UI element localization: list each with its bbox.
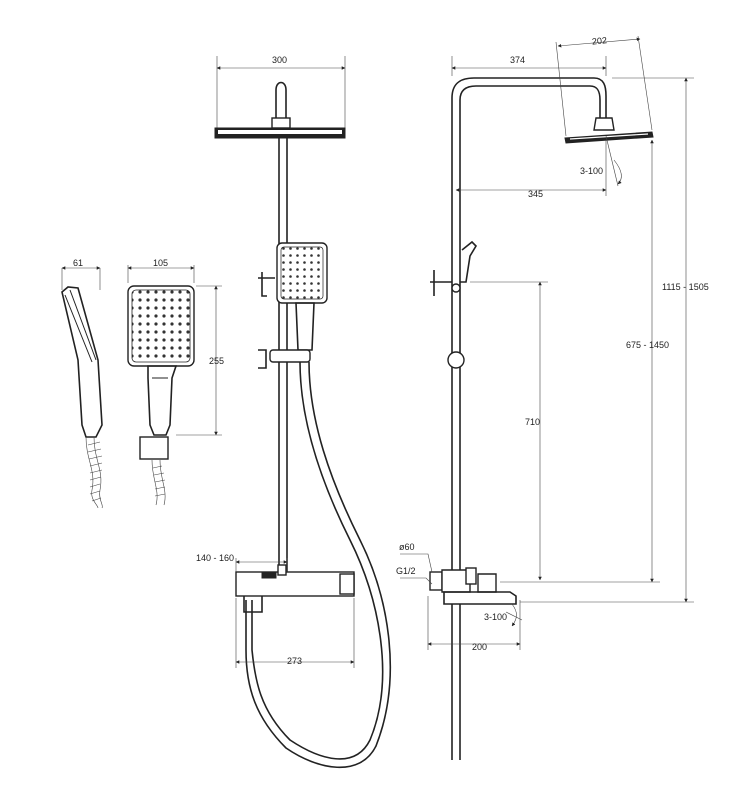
front-mixer-width: 273 (287, 656, 302, 666)
front-head-width: 300 (272, 55, 287, 65)
side-connection-diameter: ø60 (399, 542, 415, 552)
side-adjust-height: 675 - 1450 (626, 340, 669, 350)
side-spout-length: 200 (472, 642, 487, 652)
side-total-height: 1115 - 1505 (662, 282, 709, 292)
front-mixer-distance: 140 - 160 (196, 553, 234, 563)
handshower-height: 255 (209, 356, 224, 366)
side-arm-offset: 345 (528, 189, 543, 199)
side-holder-height: 710 (525, 417, 540, 427)
side-view (400, 35, 694, 760)
handshower-side-width: 61 (73, 258, 83, 268)
handshower-side-view (61, 266, 103, 509)
front-view (214, 56, 392, 769)
side-arm-length: 374 (510, 55, 525, 65)
side-thread: G1/2 (396, 566, 416, 576)
side-spout-tilt: 3-100 (484, 612, 507, 622)
side-head-tilt: 3-100 (580, 166, 603, 176)
side-head-width: 202 (591, 35, 607, 47)
handshower-front-width: 105 (153, 258, 168, 268)
handshower-front-view (127, 265, 222, 506)
